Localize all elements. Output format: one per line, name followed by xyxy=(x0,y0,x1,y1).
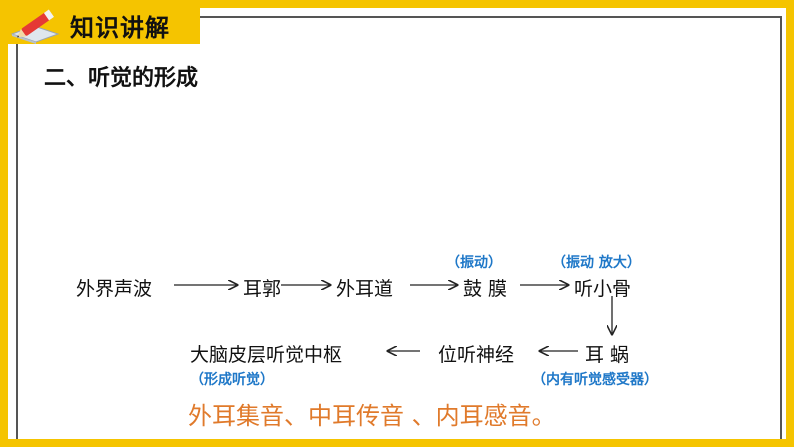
header-banner: 知识讲解 xyxy=(0,0,200,44)
pencil-book-icon xyxy=(10,9,60,44)
note-cortex: （形成听觉） xyxy=(190,372,274,388)
inner-border-left xyxy=(16,42,18,439)
header-title: 知识讲解 xyxy=(70,14,170,42)
frame-top xyxy=(0,0,794,8)
node-cochlea: 耳 蜗 xyxy=(585,344,630,366)
note-eardrum: （振动） xyxy=(446,255,502,271)
node-auditory-cortex: 大脑皮层听觉中枢 xyxy=(190,344,343,366)
summary-text: 外耳集音、中耳传音 、内耳感音。 xyxy=(188,402,556,430)
frame-right xyxy=(786,0,794,447)
note-cochlea: （内有听觉感受器） xyxy=(532,372,658,388)
node-ossicles: 听小骨 xyxy=(574,278,632,300)
node-eardrum: 鼓 膜 xyxy=(463,278,508,300)
inner-border-top xyxy=(200,16,782,18)
node-ear-canal: 外耳道 xyxy=(336,278,394,300)
node-sound-wave: 外界声波 xyxy=(76,278,153,300)
section-title: 二、听觉的形成 xyxy=(44,66,199,91)
frame-left xyxy=(0,0,8,447)
note-ossicles: （振动 放大） xyxy=(552,255,641,271)
inner-border-right xyxy=(780,16,782,439)
node-auricle: 耳郭 xyxy=(243,278,282,300)
node-auditory-nerve: 位听神经 xyxy=(438,344,515,366)
frame-bottom xyxy=(0,439,794,447)
